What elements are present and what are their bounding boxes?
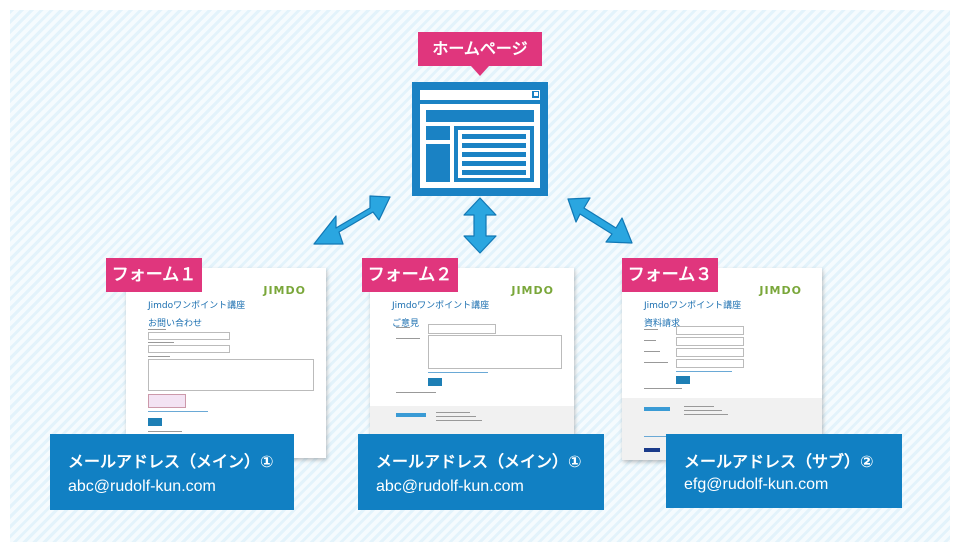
submit-button[interactable]	[428, 378, 442, 386]
form-card-3: JIMDO Jimdoワンポイント講座 資料請求	[622, 268, 822, 460]
name-field[interactable]	[148, 332, 230, 340]
email-box-2: メールアドレス（メイン）① abc@rudolf-kun.com	[358, 434, 604, 510]
double-arrow-center-icon	[463, 197, 497, 254]
email-field[interactable]	[148, 345, 230, 353]
email-field[interactable]	[676, 359, 744, 368]
name-field[interactable]	[428, 324, 496, 334]
form-page-title: 資料請求	[644, 319, 681, 329]
jimdo-logo: JIMDO	[263, 284, 306, 297]
jimdo-logo: JIMDO	[511, 284, 554, 297]
captcha-image	[148, 394, 186, 408]
message-field[interactable]	[428, 335, 562, 369]
form-card-1: JIMDO Jimdoワンポイント講座 お問い合わせ	[126, 268, 326, 458]
form-page-title: ご意見	[392, 319, 420, 329]
submit-button[interactable]	[148, 418, 162, 426]
form-label-2: フォーム２	[362, 258, 458, 292]
email-address: abc@rudolf-kun.com	[376, 478, 524, 495]
email-label: メールアドレス（メイン）①	[376, 452, 582, 471]
jimdo-logo: JIMDO	[759, 284, 802, 297]
name-field[interactable]	[676, 337, 744, 346]
form-footer	[370, 406, 574, 436]
site-title: Jimdoワンポイント講座	[644, 301, 742, 311]
email-box-1: メールアドレス（メイン）① abc@rudolf-kun.com	[50, 434, 294, 510]
email-address: abc@rudolf-kun.com	[68, 478, 216, 495]
homepage-browser-icon	[412, 82, 548, 196]
form-card-2: JIMDO Jimdoワンポイント講座 ご意見	[370, 268, 574, 436]
email-label: メールアドレス（サブ）②	[684, 452, 874, 471]
double-arrow-right-icon	[567, 197, 633, 244]
form-label-1: フォーム１	[106, 258, 202, 292]
message-field[interactable]	[148, 359, 314, 391]
double-arrow-left-icon	[313, 195, 391, 245]
homepage-label: ホームページ	[418, 32, 542, 76]
email-label: メールアドレス（メイン）①	[68, 452, 274, 471]
form-label-3: フォーム３	[622, 258, 718, 292]
email-box-3: メールアドレス（サブ）② efg@rudolf-kun.com	[666, 434, 902, 508]
submit-button[interactable]	[676, 376, 690, 384]
email-address: efg@rudolf-kun.com	[684, 476, 829, 493]
phone-field[interactable]	[676, 348, 744, 357]
form-page-title: お問い合わせ	[148, 319, 203, 329]
site-title: Jimdoワンポイント講座	[392, 301, 490, 311]
site-title: Jimdoワンポイント講座	[148, 301, 246, 311]
company-field[interactable]	[676, 326, 744, 335]
